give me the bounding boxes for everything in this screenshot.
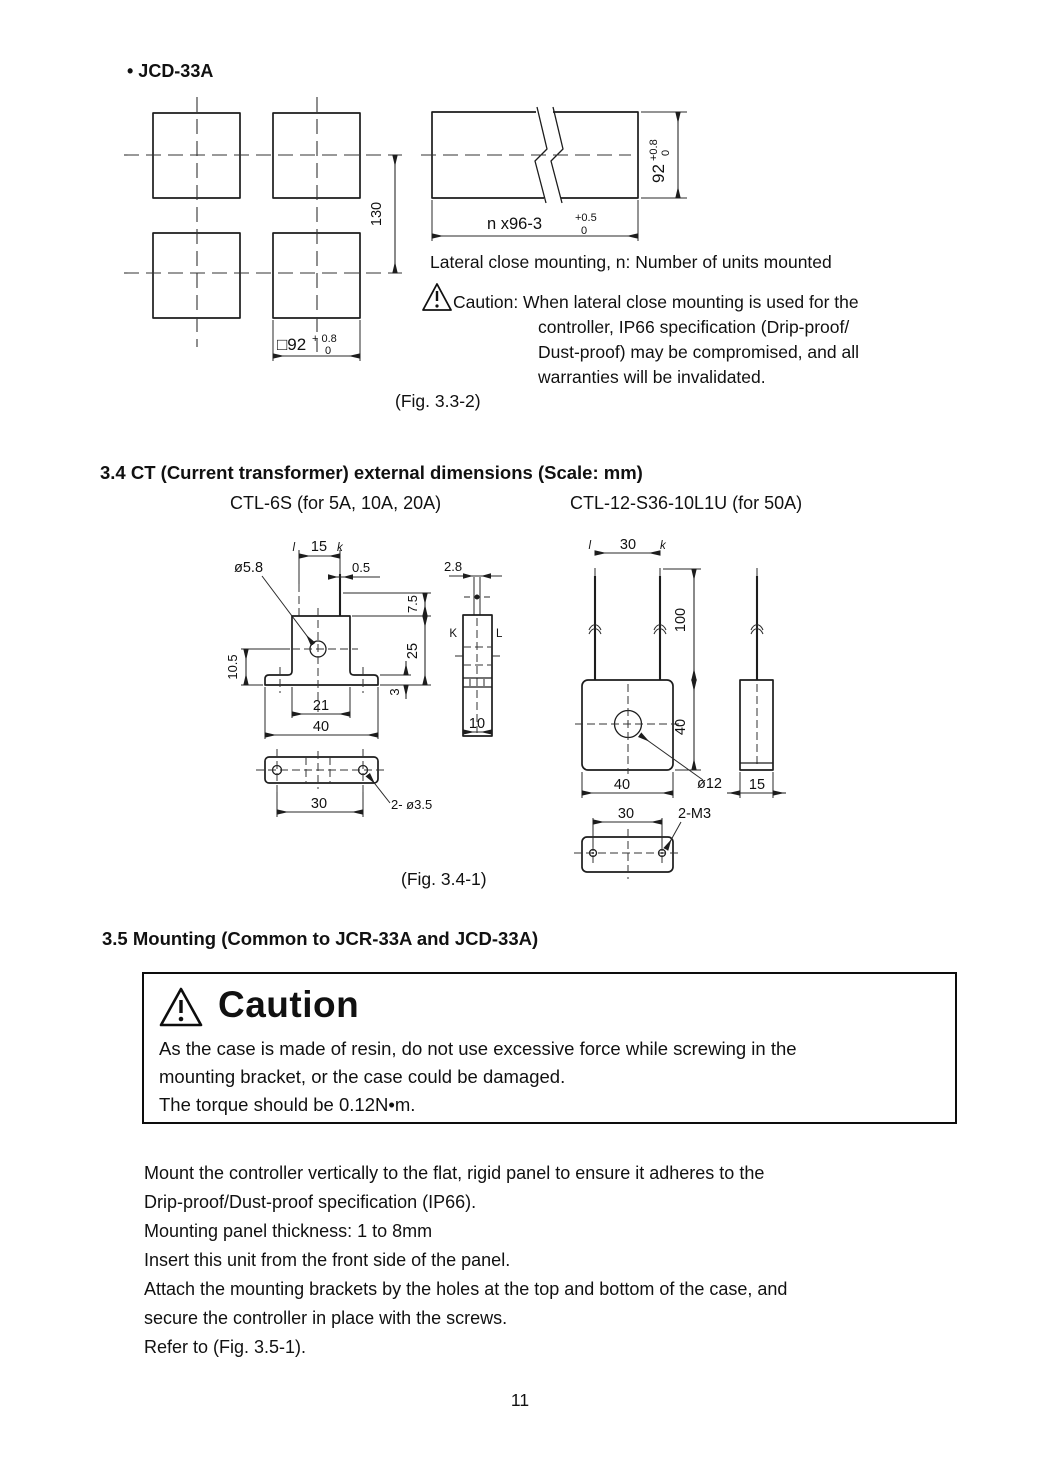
dim-cutout-tol-minus: 0 xyxy=(325,345,331,357)
jcd-caution-line1: Caution: When lateral close mounting is … xyxy=(453,292,859,312)
ctl12-bottom-view: 30 2-M3 xyxy=(574,806,711,879)
caution-box-line: The torque should be 0.12N•m. xyxy=(159,1094,416,1115)
dim-height-tol-plus: +0.8 xyxy=(648,139,660,161)
dim-mounting-pitch: 130 xyxy=(369,202,385,226)
dim-depth: 15 xyxy=(749,777,765,793)
fig-3-4-1-caption: (Fig. 3.4-1) xyxy=(401,869,487,889)
dim-body-width: 21 xyxy=(313,698,329,714)
ctl12-title: CTL-12-S36-10L1U (for 50A) xyxy=(570,493,803,513)
section-3-5-heading: 3.5 Mounting (Common to JCR-33A and JCD-… xyxy=(102,928,539,949)
caution-box: Caution As the case is made of resin, do… xyxy=(142,972,957,1124)
mounting-paragraph-line: Mounting panel thickness: 1 to 8mm xyxy=(144,1221,433,1241)
page-number: 11 xyxy=(510,1390,530,1410)
lateral-mounting-cutout-drawing: 92 +0.8 0 n x96-3 +0.5 0 xyxy=(421,106,687,241)
ctl12-front-view: l 30 k 100 40 40 xyxy=(575,537,722,798)
mounting-paragraph-line: Mount the controller vertically to the f… xyxy=(144,1163,765,1183)
jcd-heading: • JCD-33A xyxy=(127,61,214,81)
dim-cutout-tol-plus: + 0.8 xyxy=(312,333,337,345)
ctl12-drawing: l 30 k 100 40 40 xyxy=(574,537,786,879)
dim-hole-dia: ø5.8 xyxy=(234,560,263,576)
dim-width-tol-plus: +0.5 xyxy=(575,212,597,224)
dim-lateral-width: n x96-3 xyxy=(487,215,542,233)
fig-3-3-2-caption: (Fig. 3.3-2) xyxy=(395,391,481,411)
jcd-panel-cutout-drawing: 130 □92 + 0.8 0 92 +0.8 xyxy=(124,97,687,361)
ctl6s-drawing: l 15 k 0.5 ø5.8 xyxy=(225,539,503,817)
terminal-k-label: K xyxy=(449,628,457,640)
dim-lead-length: 100 xyxy=(673,608,689,632)
section-3-4-heading: 3.4 CT (Current transformer) external di… xyxy=(100,462,643,483)
dim-width-tol-minus: 0 xyxy=(581,225,587,237)
terminal-l-label: L xyxy=(496,628,503,640)
dim-hole-dia: ø12 xyxy=(697,776,722,792)
ctl6s-title: CTL-6S (for 5A, 10A, 20A) xyxy=(230,493,442,513)
mounting-paragraph-line: Refer to (Fig. 3.5-1). xyxy=(144,1337,307,1357)
dim-lead-k: k xyxy=(660,540,667,552)
caution-box-line: As the case is made of resin, do not use… xyxy=(159,1038,797,1059)
dim-lead-width: 0.5 xyxy=(352,560,370,575)
dim-flange-thickness: 3 xyxy=(387,688,402,695)
mounting-paragraph-line: secure the controller in place with the … xyxy=(144,1308,508,1328)
caution-box-title: Caution xyxy=(218,984,360,1025)
jcd-caution-line3: Dust-proof) may be compromised, and all xyxy=(538,342,859,362)
ctl6s-side-view: 2.8 K L 10 xyxy=(444,559,503,737)
jcd-caution-line2: controller, IP66 specification (Drip-pro… xyxy=(538,317,850,337)
dim-lead-l: l xyxy=(292,542,295,554)
dim-lead-k: k xyxy=(337,542,344,554)
lateral-note: Lateral close mounting, n: Number of uni… xyxy=(430,252,832,272)
mounting-paragraph-line: Insert this unit from the front side of … xyxy=(144,1250,511,1270)
dim-mount-holes: 2- ø3.5 xyxy=(391,797,432,812)
jcd-caution-line4: warranties will be invalidated. xyxy=(538,367,766,387)
dim-mount-pitch: 30 xyxy=(311,796,327,812)
dim-body-width: 40 xyxy=(614,777,630,793)
ctl6s-bottom-view: 30 2- ø3.5 xyxy=(256,749,432,817)
dim-mount-holes: 2-M3 xyxy=(678,806,711,822)
ctl12-side-view: 15 xyxy=(727,568,786,798)
dim-mount-pitch: 30 xyxy=(618,806,634,822)
dim-cutout-height: 92 xyxy=(649,164,668,183)
dim-center-height: 10.5 xyxy=(225,654,240,679)
mounting-paragraph-line: Attach the mounting brackets by the hole… xyxy=(144,1279,788,1299)
mounting-paragraph-line: Drip-proof/Dust-proof specification (IP6… xyxy=(144,1192,477,1212)
warning-icon xyxy=(159,987,203,1027)
dim-flange-width: 40 xyxy=(313,719,329,735)
dim-depth: 10 xyxy=(469,716,485,732)
dim-top-height: 7.5 xyxy=(405,595,420,613)
dim-lead-thickness: 2.8 xyxy=(444,559,462,574)
dim-lead-pitch: 30 xyxy=(620,537,636,553)
ctl6s-front-view: l 15 k 0.5 ø5.8 xyxy=(225,539,431,739)
dim-body-height: 40 xyxy=(673,719,689,735)
dim-lead-l: l xyxy=(588,540,591,552)
dim-height-tol-minus: 0 xyxy=(660,150,672,156)
dim-cutout-size: □92 xyxy=(277,335,306,354)
dim-body-height: 25 xyxy=(405,643,421,659)
caution-box-line: mounting bracket, or the case could be d… xyxy=(159,1066,566,1087)
dim-lead-pitch: 15 xyxy=(311,539,327,555)
warning-icon xyxy=(422,283,452,311)
